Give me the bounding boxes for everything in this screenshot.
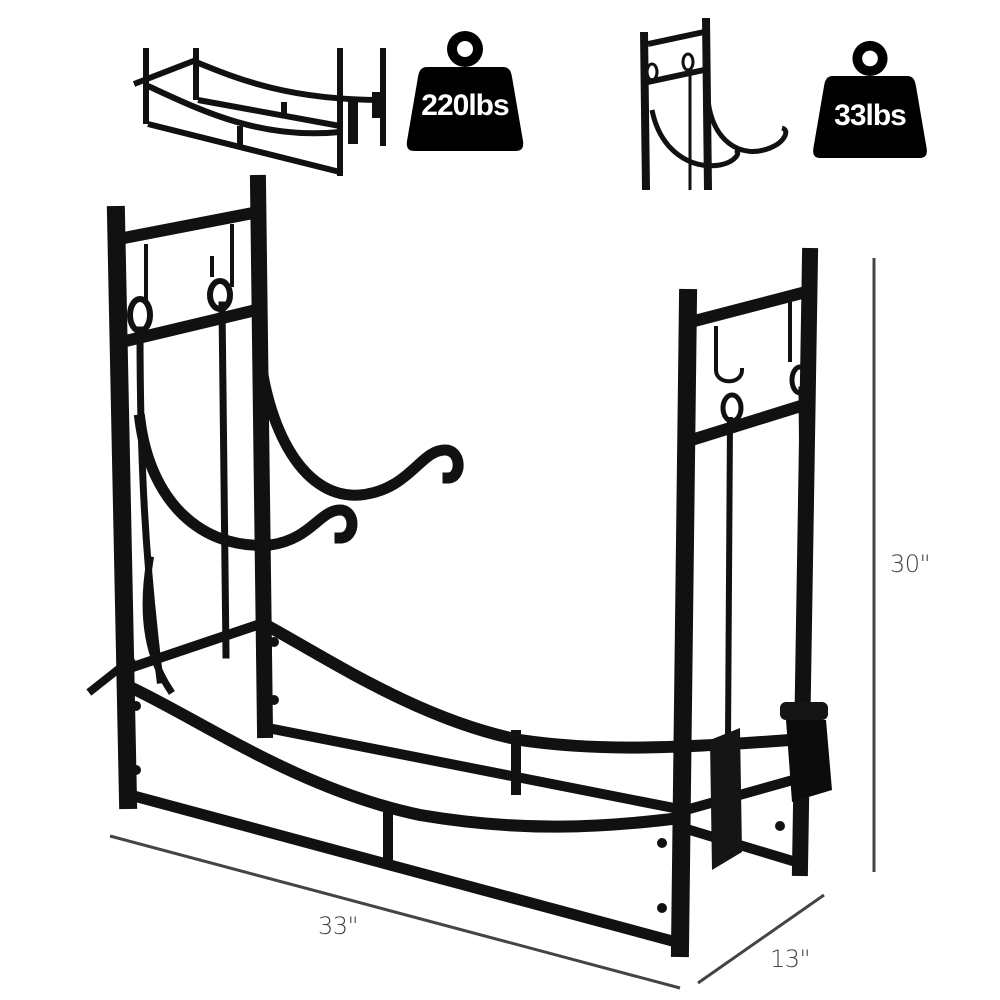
width-label: 33" <box>318 912 359 940</box>
depth-dimension-line <box>697 893 825 985</box>
depth-label: 13" <box>770 945 811 973</box>
weight-icon <box>813 40 927 159</box>
product-weight-label: 33lbs <box>834 99 907 132</box>
height-label: 30" <box>890 550 931 578</box>
weight-icon <box>406 31 524 151</box>
max-load-label: 220lbs <box>421 89 509 122</box>
left-back-post <box>249 174 274 739</box>
left-front-post <box>106 205 138 810</box>
right-front-post <box>670 288 698 958</box>
shovel-blade <box>710 728 742 870</box>
brush-bristles <box>786 720 832 802</box>
max-load-badge: 220lbs <box>405 25 525 153</box>
width-dimension-line <box>109 834 681 990</box>
brush-head <box>780 702 828 720</box>
product-weight-badge: 33lbs <box>810 35 930 160</box>
